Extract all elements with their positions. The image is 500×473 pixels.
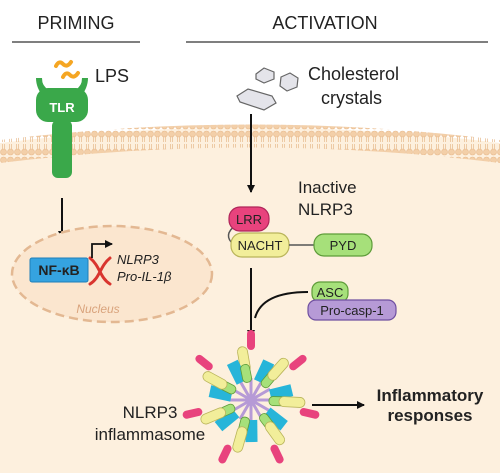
inflammasome-nacht-petal: [202, 371, 228, 390]
response-label-line1: Inflammatory: [377, 386, 484, 405]
inflammasome-lrr-rod: [299, 408, 320, 419]
gene-pro-il1b-label: Pro-IL-1β: [117, 269, 172, 284]
priming-header: PRIMING: [37, 13, 114, 33]
recruitment-arrow: [254, 291, 309, 319]
inflammasome-nacht-petal: [200, 407, 226, 425]
inflammasome-lrr-rod: [195, 354, 213, 371]
inflammasome-nacht-petal: [267, 357, 289, 381]
response-label-line2: responses: [387, 406, 472, 425]
inflammasome-caspase-core: [250, 398, 271, 413]
lps-label: LPS: [95, 66, 129, 86]
inflammasome-caspase-core: [238, 399, 253, 420]
lrr-label: LRR: [236, 212, 262, 227]
inflammasome-lrr-rod: [218, 444, 232, 464]
nucleus-label: Nucleus: [76, 302, 119, 316]
inflammasome-label-line1: NLRP3: [123, 403, 178, 422]
nucleus: [10, 224, 214, 324]
inflammasome-nbd-segment: [214, 408, 240, 432]
gene-nlrp3-label: NLRP3: [117, 252, 160, 267]
tlr-label: TLR: [49, 100, 75, 115]
inflammasome-lrr-rod: [289, 354, 307, 371]
nacht-label: NACHT: [238, 238, 283, 253]
tlr-receptor-icon: [36, 78, 88, 178]
inflammasome-label-line2: inflammasome: [95, 425, 206, 444]
pyd-domain: [313, 233, 373, 257]
inflammasome-icon: [182, 330, 320, 464]
pro-casp1-label: Pro-casp-1: [320, 303, 384, 318]
inflammasome-caspase-core: [238, 380, 253, 401]
nfkb-box: [29, 257, 89, 283]
activation-header: ACTIVATION: [272, 13, 377, 33]
nfkb-label: NF-κB: [38, 262, 79, 278]
dna-icon: [88, 256, 112, 286]
inflammasome-caspase-core: [250, 387, 271, 402]
cholesterol-label-line2: crystals: [321, 88, 382, 108]
inactive-label-line2: NLRP3: [298, 200, 353, 219]
inflammasome-nacht-petal: [264, 421, 286, 446]
inflammasome-lrr-rod: [247, 330, 255, 350]
inflammasome-asc-blob: [240, 364, 253, 383]
inactive-label-line1: Inactive: [298, 178, 357, 197]
inflammasome-caspase-core: [249, 380, 264, 401]
inflammasome-nacht-petal: [278, 396, 306, 408]
cholesterol-crystals-icon: [236, 67, 299, 111]
lrr-domain: [228, 206, 270, 232]
inflammasome-nacht-petal: [232, 426, 248, 453]
inflammasome-nbd-segment: [263, 407, 288, 431]
inflammasome-lrr-rod: [270, 444, 284, 464]
inflammasome-lrr-rod: [182, 408, 203, 419]
pyd-label: PYD: [330, 238, 357, 253]
transcription-start-arrow: [91, 240, 113, 258]
lps-ligand-icon: [54, 60, 80, 79]
cholesterol-label-line1: Cholesterol: [308, 64, 399, 84]
asc-label: ASC: [317, 285, 344, 300]
inflammasome-nbd-segment: [254, 359, 275, 385]
pro-casp1-box: [307, 299, 397, 321]
